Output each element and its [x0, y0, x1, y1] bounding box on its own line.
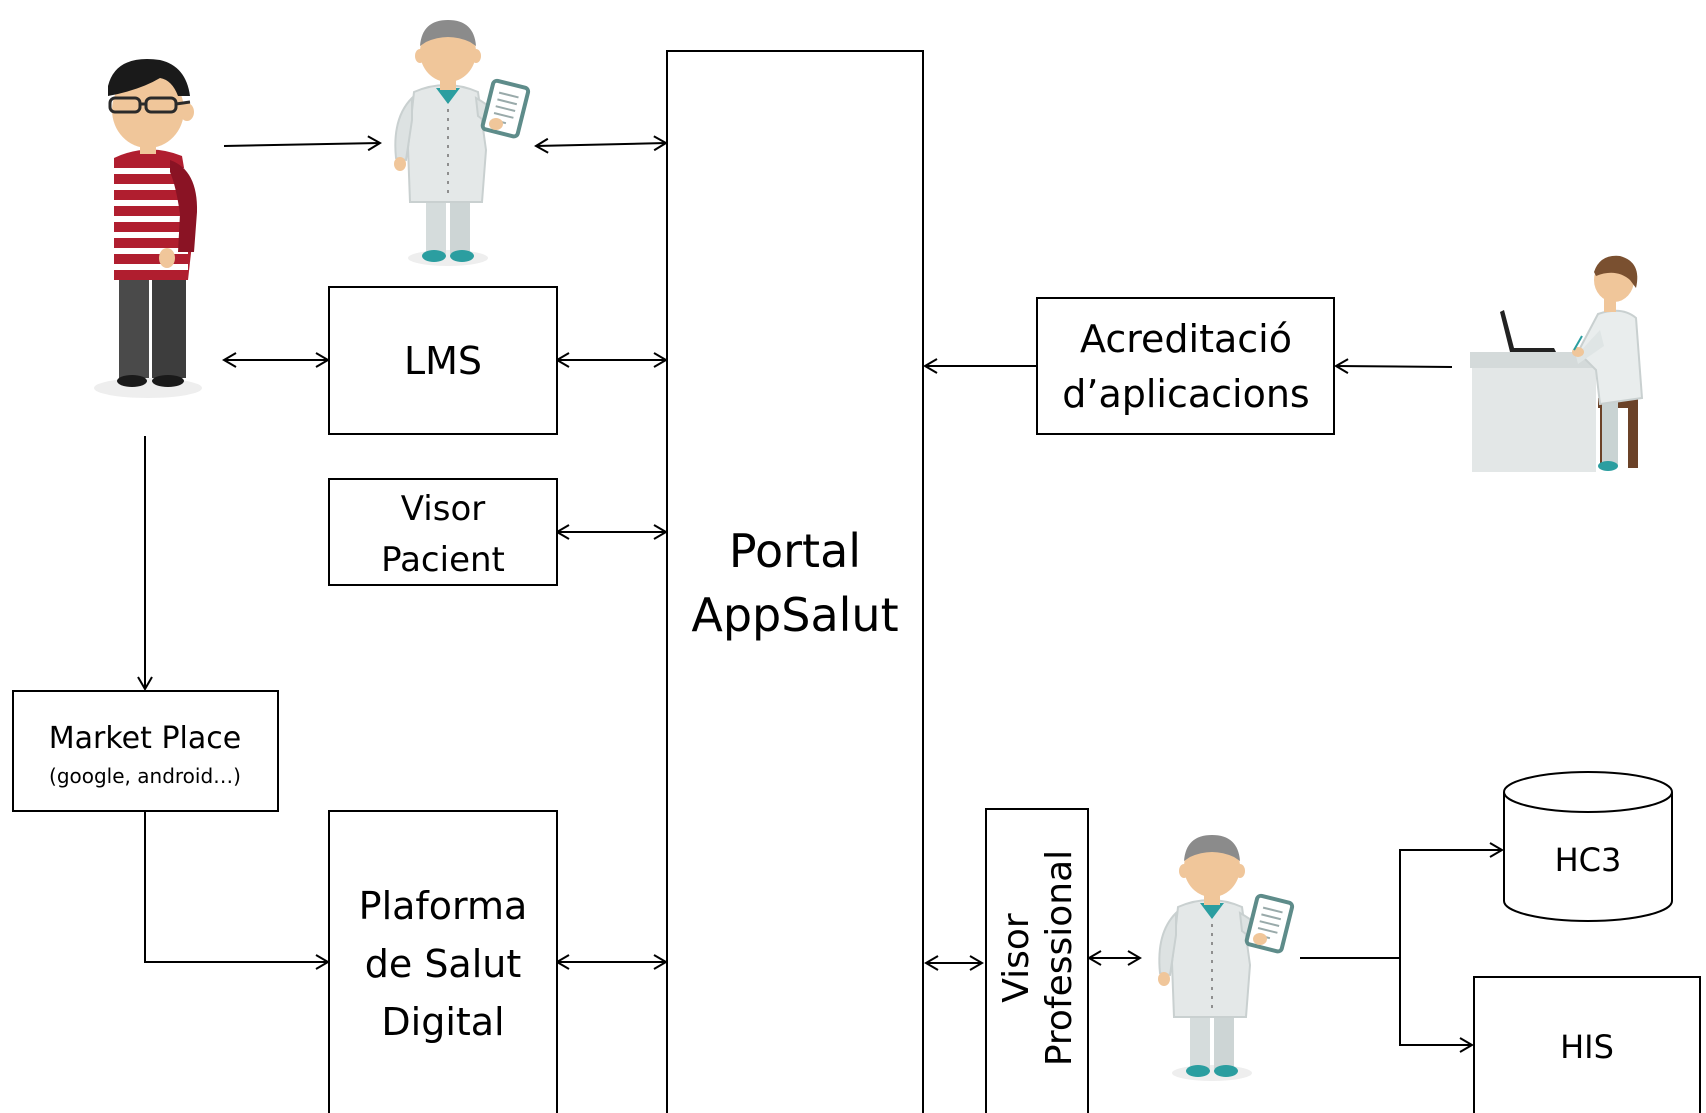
lms-box: LMS [328, 286, 558, 435]
portal-label-1: Portal [729, 524, 861, 578]
plataforma-box: Plaforma de Salut Digital [328, 810, 558, 1113]
arrow-market-to-plataforma [144, 811, 330, 970]
doctor-at-desk-icon [1470, 255, 1644, 472]
portal-label-2: AppSalut [691, 588, 898, 642]
arrow-doctor-to-acreditacio [1334, 358, 1453, 374]
visor-professional-label-2: Professional [1039, 850, 1080, 1066]
visor-pacient-box: Visor Pacient [328, 478, 558, 586]
visor-professional-box: Visor Professional [985, 808, 1089, 1113]
plataforma-label-3: Digital [381, 1000, 504, 1044]
hc3-label: HC3 [1555, 841, 1622, 879]
doctor-with-tablet-icon [394, 20, 531, 266]
hc3-cylinder: HC3 [1503, 771, 1673, 922]
arrow-patient-to-doctor [223, 135, 382, 152]
portal-appsalut-box: Portal AppSalut [666, 50, 924, 1113]
doctor-bottom-figure [1158, 835, 1295, 1081]
market-place-box: Market Place (google, android…) [12, 690, 279, 812]
visor-pacient-label-2: Pacient [381, 540, 505, 580]
doctor-top-figure [394, 20, 531, 266]
doctor-with-tablet-icon [1158, 835, 1295, 1081]
market-place-label: Market Place [49, 721, 241, 756]
his-box: HIS [1473, 976, 1701, 1113]
connector-doctor-his [1399, 958, 1474, 1053]
plataforma-label-2: de Salut [365, 942, 522, 986]
arrow-doctor-portal [534, 135, 668, 154]
market-place-sublabel: (google, android…) [49, 764, 241, 788]
acreditacio-label-1: Acreditació [1080, 317, 1292, 361]
connectors [137, 135, 1504, 1053]
visor-professional-label-1: Visor [996, 913, 1037, 1003]
acreditacio-box: Acreditació d’aplicacions [1036, 297, 1335, 435]
his-label: HIS [1560, 1028, 1614, 1066]
plataforma-label-1: Plaforma [359, 884, 528, 928]
acreditacio-label-2: d’aplicacions [1062, 372, 1309, 416]
lms-label: LMS [404, 339, 482, 383]
visor-pacient-label-1: Visor [401, 489, 485, 529]
patient-figure-icon [94, 59, 202, 398]
connector-doctor-branch [1300, 842, 1504, 959]
